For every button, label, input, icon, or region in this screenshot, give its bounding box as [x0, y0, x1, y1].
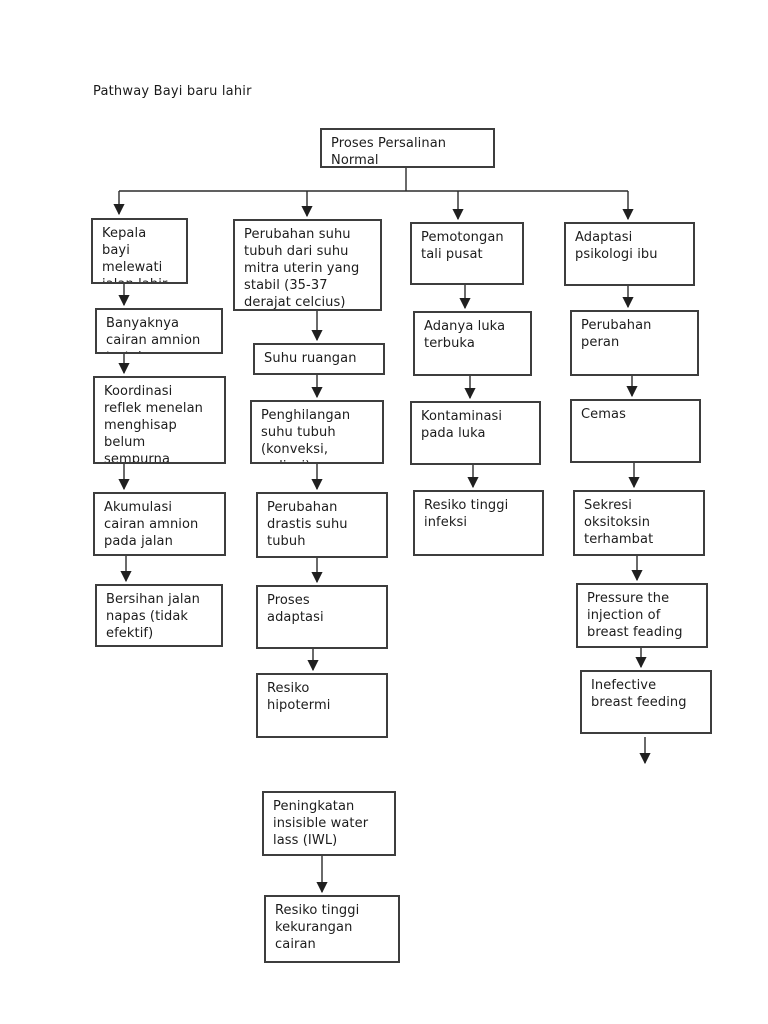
node-adanya-luka-terbuka: Adanya luka terbuka: [413, 311, 532, 376]
node-adaptasi-psikologi-ibu: Adaptasi psikologi ibu: [564, 222, 695, 286]
node-pressure-injection-breast-feading: Pressure the injection of breast feading: [576, 583, 708, 648]
node-koordinasi-reflek-menelan: Koordinasi reflek menelan menghisap belu…: [93, 376, 226, 464]
node-banyaknya-cairan-amnion: Banyaknya cairan amnion tertelan: [95, 308, 223, 354]
node-kepala-bayi-melewati-jalan-lahir: Kepala bayi melewati jalan lahir: [91, 218, 188, 284]
node-resiko-kekurangan-cairan: Resiko tinggi kekurangan cairan: [264, 895, 400, 963]
node-resiko-hipotermi: Resiko hipotermi: [256, 673, 388, 738]
node-proses-persalinan-normal: Proses Persalinan Normal: [320, 128, 495, 168]
node-perubahan-suhu-tubuh: Perubahan suhu tubuh dari suhu mitra ute…: [233, 219, 382, 311]
page-title: Pathway Bayi baru lahir: [93, 84, 252, 99]
node-peningkatan-iwl: Peningkatan insisible water lass (IWL): [262, 791, 396, 856]
node-pemotongan-tali-pusat: Pemotongan tali pusat: [410, 222, 524, 285]
node-suhu-ruangan: Suhu ruangan: [253, 343, 385, 375]
node-akumulasi-cairan-amnion: Akumulasi cairan amnion pada jalan: [93, 492, 226, 556]
node-proses-adaptasi: Proses adaptasi: [256, 585, 388, 649]
node-bersihan-jalan-napas: Bersihan jalan napas (tidak efektif): [95, 584, 223, 647]
node-cemas: Cemas: [570, 399, 701, 463]
node-perubahan-peran: Perubahan peran: [570, 310, 699, 376]
node-penghilangan-suhu-tubuh: Penghilangan suhu tubuh (konveksi, radia…: [250, 400, 384, 464]
node-sekresi-oksitoksin-terhambat: Sekresi oksitoksin terhambat: [573, 490, 705, 556]
node-inefective-breast-feeding: Inefective breast feeding: [580, 670, 712, 734]
node-kontaminasi-pada-luka: Kontaminasi pada luka: [410, 401, 541, 465]
node-resiko-tinggi-infeksi: Resiko tinggi infeksi: [413, 490, 544, 556]
node-perubahan-drastis-suhu: Perubahan drastis suhu tubuh: [256, 492, 388, 558]
